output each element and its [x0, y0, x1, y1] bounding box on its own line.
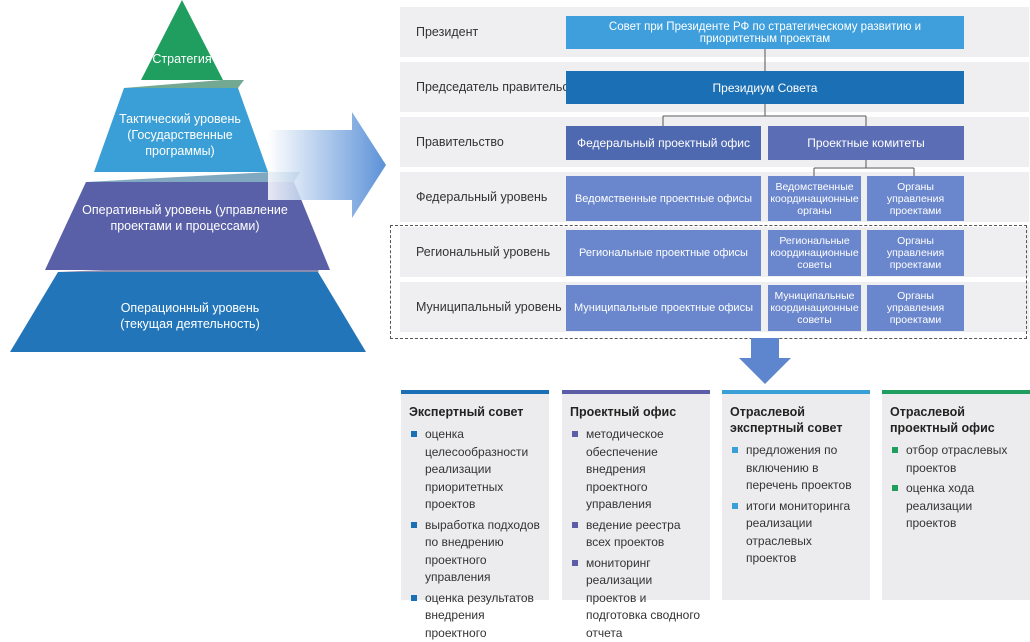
panel-list-item: предложения по включению в перечень прое… — [730, 442, 862, 495]
panel-color-bar — [401, 390, 549, 394]
box-president-council: Совет при Президенте РФ по стратегическо… — [566, 16, 964, 49]
square-bullet-icon — [572, 560, 578, 566]
item-text: отбор отраслевых проектов — [906, 443, 1007, 475]
panel-title: Проектный офис — [570, 404, 702, 420]
panel-list-item: итоги мониторинга реализации отраслевых … — [730, 498, 862, 568]
square-bullet-icon — [411, 431, 417, 437]
box-dept-coordination: Ведомственные координационные органы — [768, 176, 861, 221]
square-bullet-icon — [892, 485, 898, 491]
box-presidium: Президиум Совета — [566, 71, 964, 104]
panel-expert-council: Экспертный совет оценка целесообразности… — [401, 390, 549, 600]
panel-industry-project-office: Отраслевой проектный офис отбор отраслев… — [882, 390, 1030, 600]
item-text: выработка подходов по внедрению проектно… — [425, 518, 540, 585]
box-project-committees: Проектные комитеты — [768, 126, 964, 160]
panel-color-bar — [562, 390, 710, 394]
panel-list-item: ведение реестра всех проектов — [570, 517, 702, 552]
item-text: ведение реестра всех проектов — [586, 518, 681, 550]
square-bullet-icon — [572, 431, 578, 437]
panel-title: Отраслевой экспертный совет — [730, 404, 862, 436]
panel-list-item: оценка результатов внедрения проектного — [409, 590, 541, 642]
box-federal-project-office: Федеральный проектный офис — [566, 126, 761, 160]
regional-municipal-dashed-frame — [390, 225, 1027, 339]
panel-color-bar — [882, 390, 1030, 394]
panel-list-item: мониторинг реализации проектов и подгото… — [570, 555, 702, 642]
item-text: предложения по включению в перечень прое… — [746, 443, 852, 492]
panel-project-office: Проектный офис методическое обеспечение … — [562, 390, 710, 600]
item-text: итоги мониторинга реализации отраслевых … — [746, 499, 850, 566]
panel-list-item: выработка подходов по внедрению проектно… — [409, 517, 541, 587]
panel-title: Экспертный совет — [409, 404, 541, 420]
box-project-management-federal: Органы управления проектами — [867, 176, 964, 221]
box-dept-project-offices: Ведомственные проектные офисы — [566, 176, 761, 221]
panel-list-item: оценка хода реализации проектов — [890, 480, 1022, 533]
square-bullet-icon — [572, 522, 578, 528]
panel-list-item: оценка целесообразности реализации приор… — [409, 426, 541, 514]
square-bullet-icon — [732, 503, 738, 509]
item-text: оценка результатов внедрения проектного — [425, 591, 534, 640]
square-bullet-icon — [411, 522, 417, 528]
panel-industry-expert-council: Отраслевой экспертный совет предложения … — [722, 390, 870, 600]
panel-title: Отраслевой проектный офис — [890, 404, 1022, 436]
item-text: методическое обеспечение внедрения проек… — [586, 427, 664, 511]
square-bullet-icon — [892, 447, 898, 453]
square-bullet-icon — [732, 447, 738, 453]
panel-color-bar — [722, 390, 870, 394]
item-text: оценка хода реализации проектов — [906, 481, 974, 530]
item-text: оценка целесообразности реализации приор… — [425, 427, 528, 511]
panel-list-item: отбор отраслевых проектов — [890, 442, 1022, 477]
item-text: мониторинг реализации проектов и подгото… — [586, 556, 700, 640]
panel-list-item: методическое обеспечение внедрения проек… — [570, 426, 702, 514]
down-arrow-icon — [735, 338, 795, 388]
